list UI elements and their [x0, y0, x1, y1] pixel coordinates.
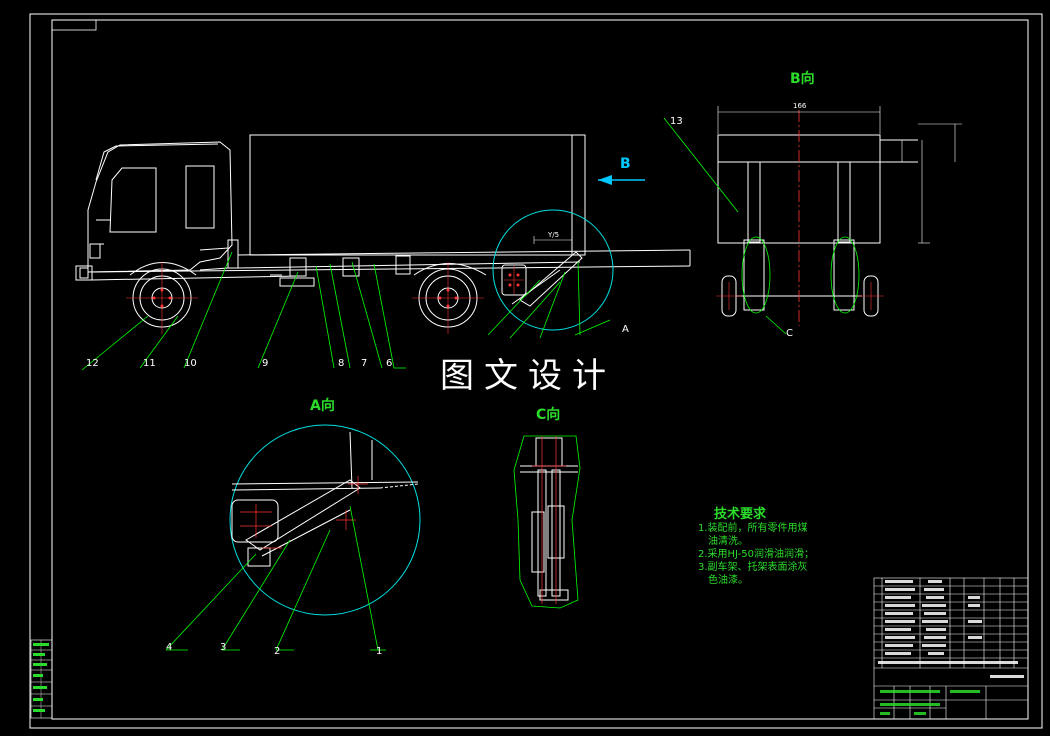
outer-frame	[29, 13, 1043, 729]
b-dims	[717, 106, 962, 244]
section-c-label: C	[786, 328, 793, 339]
callout-7: 7	[361, 358, 368, 369]
tech-line-5: 色油漆。	[708, 575, 748, 586]
corner-tag	[51, 19, 97, 31]
section-a-label: A	[622, 324, 629, 335]
c-view	[513, 435, 581, 609]
a-leaders	[165, 505, 386, 651]
tech-line-3: 2.采用HJ-50润滑油润滑；	[698, 549, 814, 560]
callout-6: 6	[386, 358, 393, 369]
tank	[279, 277, 315, 287]
callout-8: 8	[338, 358, 345, 369]
wheel-centerlines	[126, 262, 524, 334]
callout-1: 1	[376, 646, 383, 657]
title-block	[873, 577, 1029, 720]
b-wheel-centers	[716, 282, 884, 310]
tech-line-2: 油清洗。	[708, 536, 748, 547]
callout-12: 12	[86, 358, 99, 369]
title-block-text-marks	[878, 580, 1024, 715]
watermark: 图文设计	[440, 356, 616, 396]
dim-b-length: Y/5	[548, 231, 560, 239]
callout-13: 13	[670, 116, 683, 127]
cab-rear-window	[185, 165, 215, 229]
b-view	[717, 134, 918, 317]
detail-circle-a	[492, 209, 614, 331]
arrow-b-label: B	[620, 156, 631, 172]
section-c-ellipse	[741, 236, 771, 314]
c-view-title: C向	[536, 407, 561, 423]
tech-line-1: 1.装配前，所有零件用煤	[698, 523, 808, 534]
callout-10: 10	[184, 358, 197, 369]
main-dim	[533, 236, 573, 244]
inner-frame	[51, 19, 1029, 720]
wheel-hub-marks	[152, 273, 520, 308]
tech-title: 技术要求	[714, 507, 767, 522]
a-view	[229, 424, 421, 616]
cab-outline	[87, 141, 233, 273]
b-view-title: B向	[790, 71, 815, 87]
callout-4: 4	[166, 642, 173, 653]
arrow-b	[598, 175, 645, 185]
callout-11: 11	[143, 358, 156, 369]
callout-9: 9	[262, 358, 269, 369]
callout-3: 3	[220, 642, 227, 653]
a-view-title: A向	[310, 398, 335, 414]
dim-b-width: 166	[793, 102, 807, 110]
leader-13	[663, 117, 739, 213]
left-margin-block	[30, 639, 53, 719]
callout-2: 2	[274, 646, 281, 657]
cargo-box	[249, 134, 586, 256]
main-leaders	[81, 251, 611, 371]
cab-window	[109, 167, 157, 233]
tech-line-4: 3.副车架、托架表面涂灰	[698, 562, 808, 573]
